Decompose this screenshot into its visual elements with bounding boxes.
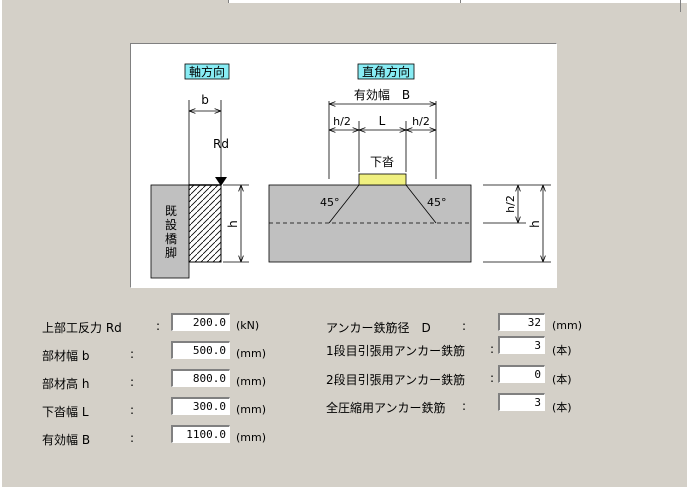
label-half-h-vertical: h/2 [504, 195, 517, 213]
pad-width-l-input[interactable]: 300.0 [171, 397, 230, 415]
colon: : [462, 319, 467, 333]
label-half-h-right: h/2 [412, 115, 430, 128]
effective-width-b-input[interactable]: 1100.0 [171, 425, 230, 443]
label-h-right: h [528, 220, 542, 228]
angle-left: 45° [320, 196, 340, 209]
label-tension-anchor-row1: 1段目引張用アンカー鉄筋 [326, 344, 466, 358]
existing-pier [150, 184, 190, 279]
tension-anchor-row1-input[interactable]: 3 [498, 336, 545, 354]
label-b: b [201, 93, 209, 107]
unit-mm: (mm) [552, 319, 583, 332]
label-compression-anchor: 全圧縮用アンカー鉄筋 [326, 401, 446, 415]
window-left-edge [0, 0, 2, 487]
unit-pieces: (本) [552, 344, 572, 357]
member-width-b-input[interactable]: 500.0 [171, 341, 230, 359]
tension-anchor-row2-input[interactable]: 0 [498, 365, 545, 383]
member-height-h-input[interactable]: 800.0 [171, 369, 230, 387]
label-h-left: h [226, 220, 240, 228]
label-pad-width-l: 下沓幅 L [42, 405, 89, 419]
unit-mm: (mm) [236, 431, 267, 444]
label-L: L [379, 114, 386, 128]
pier-char-3: 橋 [165, 232, 177, 246]
window-top-edge [0, 0, 687, 12]
colon: : [130, 375, 135, 389]
unit-pieces: (本) [552, 373, 572, 386]
unit-pieces: (本) [552, 401, 572, 414]
label-half-h-left: h/2 [333, 115, 351, 128]
label-reaction-rd: 上部工反力 Rd [42, 321, 122, 335]
load-arrow [215, 177, 227, 186]
label-effective-width-b: 有効幅 B [42, 433, 91, 447]
reaction-rd-input[interactable]: 200.0 [171, 313, 230, 331]
colon: : [490, 371, 495, 385]
unit-mm: (mm) [236, 403, 267, 416]
anchor-diagram: 軸方向 直角方向 既 設 橋 脚 b Rd h 下沓 45° 45° [130, 43, 557, 288]
anchor-diameter-d-input[interactable]: 32 [498, 313, 545, 331]
pier-char-2: 設 [165, 217, 177, 232]
colon: : [130, 403, 135, 417]
colon: : [130, 347, 135, 361]
label-member-height-h: 部材高 h [42, 377, 90, 391]
label-member-width-b: 部材幅 b [42, 349, 90, 363]
perpendicular-tab [357, 63, 415, 80]
pier-char-4: 脚 [165, 245, 177, 260]
label-tension-anchor-row2: 2段目引張用アンカー鉄筋 [326, 373, 466, 387]
colon: : [490, 342, 495, 356]
angle-right: 45° [427, 196, 447, 209]
axial-tab-label: 軸方向 [189, 64, 225, 79]
colon: : [462, 399, 467, 413]
pier-hatch [188, 184, 222, 263]
unit-kn: (kN) [236, 319, 260, 332]
pier-char-1: 既 [165, 204, 177, 218]
perpendicular-tab-label: 直角方向 [362, 64, 410, 79]
label-anchor-diameter-d: アンカー鉄筋径 D [326, 321, 431, 335]
colon: : [130, 431, 135, 445]
label-effective-width: 有効幅 B [354, 87, 410, 102]
bearing-pad [358, 173, 407, 186]
label-pad: 下沓 [370, 155, 394, 169]
unit-mm: (mm) [236, 347, 267, 360]
pier-section [268, 184, 472, 263]
diagram-svg: 軸方向 直角方向 既 設 橋 脚 b Rd h 下沓 45° 45° [150, 63, 551, 279]
axial-tab [184, 63, 230, 80]
compression-anchor-input[interactable]: 3 [498, 393, 545, 411]
label-rd: Rd [213, 137, 229, 151]
colon: : [156, 319, 161, 333]
unit-mm: (mm) [236, 375, 267, 388]
